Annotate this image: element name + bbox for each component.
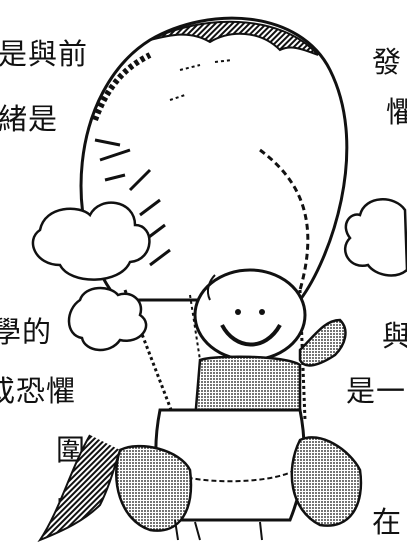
cloud-right	[343, 198, 407, 277]
text-right-line-5: 在	[372, 505, 403, 539]
text-right-line-1: 發	[372, 45, 403, 79]
text-left-line-3: 學的	[0, 315, 53, 349]
text-left-line-2: 緒是	[0, 102, 59, 136]
text-left-line-4: 或恐懼	[0, 374, 77, 408]
text-right-line-4: 是一	[346, 374, 407, 408]
text-left-line-1: 是與前	[0, 37, 89, 71]
smiling-child	[193, 268, 347, 422]
balloon	[79, 16, 349, 421]
text-right-line-2: 懼	[386, 95, 407, 129]
cloud-left	[31, 201, 151, 352]
basket	[37, 408, 363, 543]
text-right-line-3: 與	[382, 319, 407, 353]
